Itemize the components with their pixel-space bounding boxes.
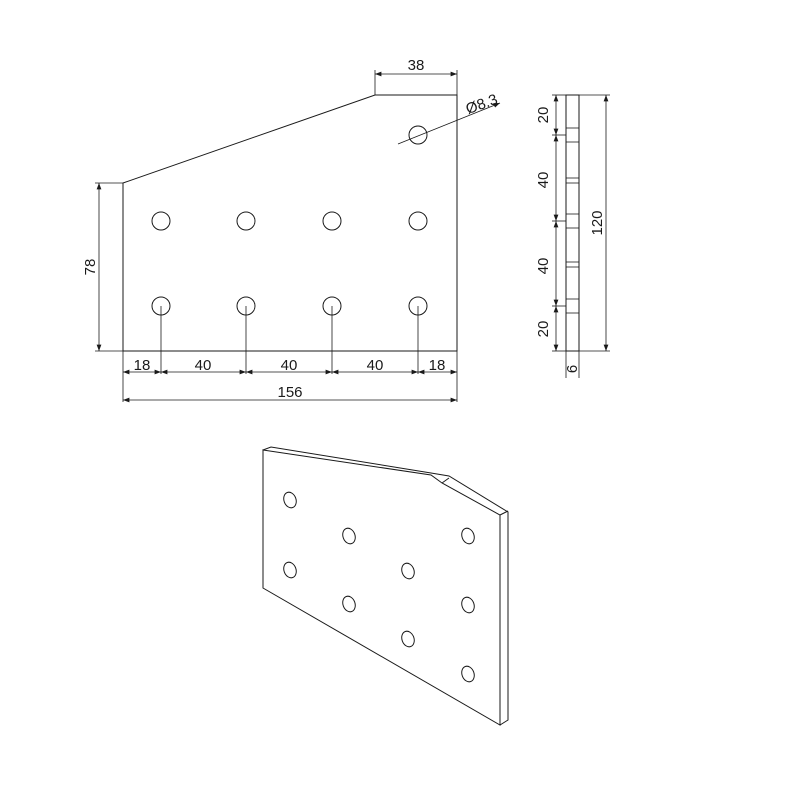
hole-icon: [342, 527, 356, 545]
hole-icon: [342, 595, 356, 613]
hole-icon: [401, 562, 415, 580]
dim-top-width: 38: [408, 57, 425, 74]
hole-icon: [283, 561, 297, 579]
dim-seg-3: 40: [281, 357, 298, 374]
hole-icon: [461, 665, 475, 683]
dim-height-left: 78: [82, 259, 99, 276]
dim-side-seg-top: 20: [535, 107, 552, 124]
dim-side-seg-3: 40: [535, 258, 552, 275]
hole-icon: [401, 630, 415, 648]
dim-side-total-height: 120: [589, 210, 606, 235]
iso-view: [262, 446, 509, 726]
hole-icon: [408, 211, 428, 231]
dim-side-seg-2: 40: [535, 172, 552, 189]
hole-icon: [461, 596, 475, 614]
front-view: 38 Ø8.3 78 18 40 40 40 18 156: [82, 57, 501, 403]
dim-seg-2: 40: [195, 357, 212, 374]
dim-total-width: 156: [277, 384, 302, 401]
hole-icon: [461, 527, 475, 545]
side-plate-outline: [565, 94, 580, 352]
dim-hole-diameter: Ø8.3: [464, 91, 500, 118]
hole-icon: [283, 491, 297, 509]
side-view: 20 40 40 20 120 6: [535, 94, 610, 378]
hole-icon: [322, 211, 342, 231]
dim-seg-1: 18: [134, 357, 151, 374]
hole-icon: [236, 211, 256, 231]
hole-icon: [408, 125, 428, 145]
dim-seg-5: 18: [429, 357, 446, 374]
dim-thickness: 6: [564, 365, 581, 373]
hole-icon: [151, 211, 171, 231]
dim-seg-4: 40: [367, 357, 384, 374]
dim-side-seg-bottom: 20: [535, 321, 552, 338]
front-plate-outline: [122, 94, 458, 352]
